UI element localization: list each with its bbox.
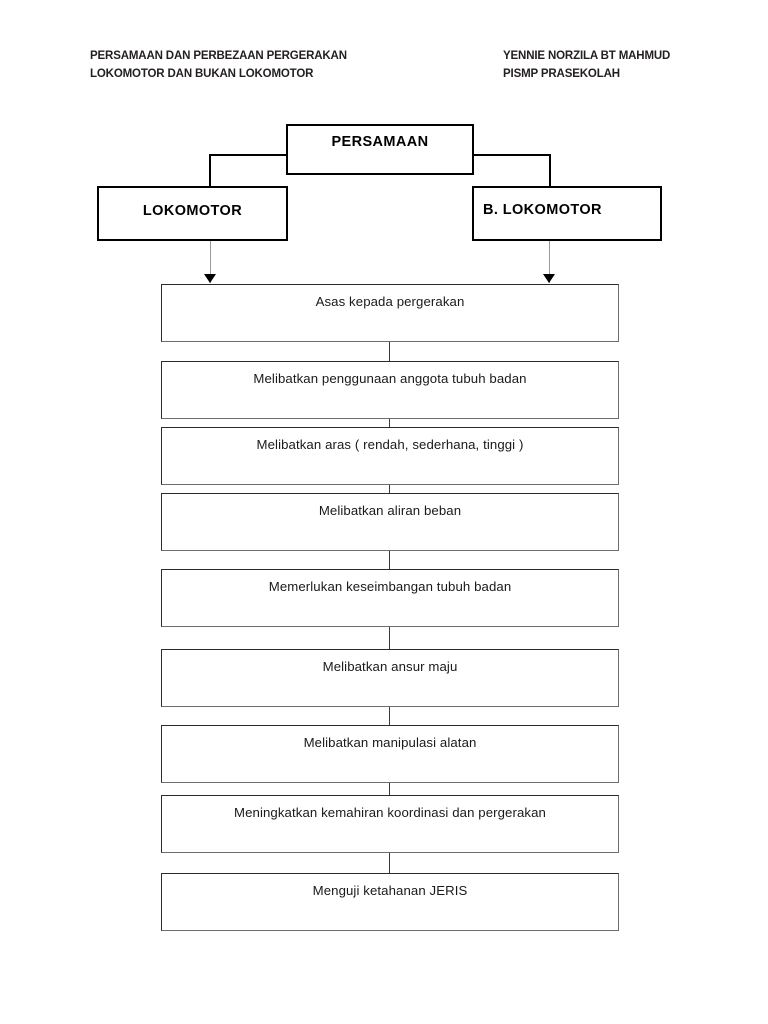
link-item-1-2 — [389, 342, 391, 366]
item-label-7: Melibatkan manipulasi alatan — [303, 735, 477, 750]
header-left-line-1: PERSAMAAN DAN PERBEZAAN PERGERAKAN — [90, 50, 347, 62]
link-item-7-8 — [389, 782, 391, 796]
link-item-8-9 — [389, 852, 391, 874]
header-right-line-2: PISMP PRASEKOLAH — [503, 68, 620, 80]
item-label-2: Melibatkan penggunaan anggota tubuh bada… — [253, 371, 527, 386]
arrow-lokomotor-head — [204, 274, 216, 283]
header-right-line-1: YENNIE NORZILA BT MAHMUD — [503, 50, 671, 62]
item-label-8: Meningkatkan kemahiran koordinasi dan pe… — [234, 805, 546, 820]
node-persamaan[interactable]: PERSAMAAN — [286, 124, 474, 175]
item-label-4: Melibatkan aliran beban — [318, 503, 462, 518]
arrow-lokomotor-shaft — [210, 241, 212, 283]
item-box-3[interactable]: Melibatkan aras ( rendah, sederhana, tin… — [161, 427, 619, 485]
arrow-b-lokomotor-head — [543, 274, 555, 283]
node-persamaan-label: PERSAMAAN — [331, 134, 429, 150]
item-box-4[interactable]: Melibatkan aliran beban — [161, 493, 619, 551]
node-lokomotor[interactable]: LOKOMOTOR — [97, 186, 288, 241]
item-box-5[interactable]: Memerlukan keseimbangan tubuh badan — [161, 569, 619, 627]
link-item-5-6 — [389, 626, 391, 650]
item-label-5: Memerlukan keseimbangan tubuh badan — [268, 579, 512, 594]
header-author-right: YENNIE NORZILA BT MAHMUD PISMP PRASEKOLA… — [503, 47, 670, 83]
link-item-4-5 — [389, 550, 391, 570]
node-lokomotor-label: LOKOMOTOR — [142, 203, 243, 219]
arrow-b-lokomotor-shaft — [549, 241, 551, 283]
link-item-6-7 — [389, 706, 391, 726]
node-b-lokomotor[interactable]: B. LOKOMOTOR — [472, 186, 662, 241]
item-box-8[interactable]: Meningkatkan kemahiran koordinasi dan pe… — [161, 795, 619, 853]
node-b-lokomotor-label: B. LOKOMOTOR — [483, 202, 602, 218]
item-box-2[interactable]: Melibatkan penggunaan anggota tubuh bada… — [161, 361, 619, 419]
item-label-3: Melibatkan aras ( rendah, sederhana, tin… — [256, 437, 524, 452]
link-item-2-3 — [389, 418, 391, 428]
header-title-left: PERSAMAAN DAN PERBEZAAN PERGERAKAN LOKOM… — [90, 47, 347, 83]
item-label-9: Menguji ketahanan JERIS — [312, 883, 468, 898]
item-box-6[interactable]: Melibatkan ansur maju — [161, 649, 619, 707]
item-box-9[interactable]: Menguji ketahanan JERIS — [161, 873, 619, 931]
item-label-6: Melibatkan ansur maju — [322, 659, 458, 674]
item-box-1[interactable]: Asas kepada pergerakan — [161, 284, 619, 342]
link-item-3-4 — [389, 484, 391, 494]
connector-root-to-b-lokomotor-horizontal — [470, 154, 551, 156]
header-left-line-2: LOKOMOTOR DAN BUKAN LOKOMOTOR — [90, 68, 314, 80]
item-box-7[interactable]: Melibatkan manipulasi alatan — [161, 725, 619, 783]
item-label-1: Asas kepada pergerakan — [315, 294, 465, 309]
connector-root-to-b-lokomotor-vertical — [549, 154, 551, 188]
connector-root-to-lokomotor-vertical — [209, 154, 211, 188]
connector-root-to-lokomotor-horizontal — [209, 154, 291, 156]
